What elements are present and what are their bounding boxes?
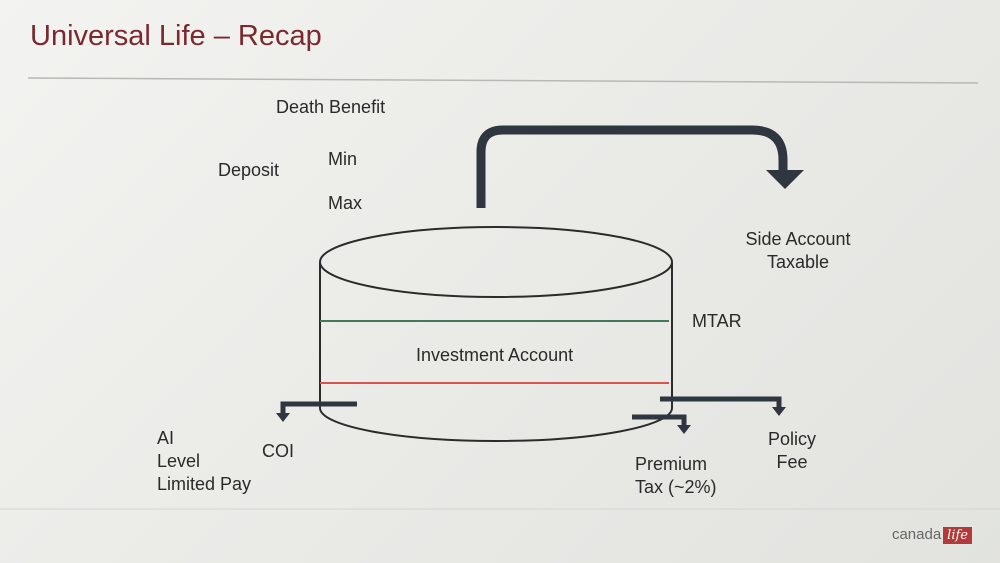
- funding-option-level: Level: [157, 451, 201, 471]
- deposit-max-label: Max: [328, 193, 363, 213]
- policy-fee-line2: Fee: [776, 452, 808, 472]
- policy-fee-line1: Policy: [767, 429, 816, 449]
- funding-option-limited-pay: Limited Pay: [157, 474, 252, 494]
- coi-label: COI: [262, 441, 295, 461]
- side-account-taxable: Taxable: [766, 252, 830, 272]
- deposit-min-label: Min: [328, 149, 358, 169]
- funding-option-ai: AI: [157, 428, 175, 448]
- side-account-title: Side Account: [745, 229, 851, 249]
- side-account-arrow: [476, 125, 804, 208]
- cylinder: [319, 226, 673, 442]
- title-divider: [27, 77, 979, 84]
- premium-tax-label: Premium Tax (~2%): [635, 453, 717, 499]
- logo-mark: life: [943, 527, 972, 544]
- coi-outflow-arrow: [276, 401, 357, 422]
- mtar-label: MTAR: [692, 311, 742, 331]
- premium-tax-line2: Tax (~2%): [635, 477, 717, 497]
- logo-text: canada: [891, 526, 942, 543]
- policy-fee-outflow-arrow: [660, 396, 786, 416]
- cylinder-bottom: [319, 407, 673, 442]
- premium-tax-line1: Premium: [635, 454, 708, 474]
- death-benefit-label: Death Benefit: [276, 97, 386, 117]
- policy-fee-label: Policy Fee: [752, 428, 832, 474]
- premium-tax-outflow-arrow: [632, 414, 691, 434]
- deposit-label: Deposit: [218, 160, 280, 180]
- side-account-label: Side Account Taxable: [738, 228, 858, 274]
- funding-options-label: AI Level Limited Pay: [157, 427, 251, 496]
- investment-account-label: Investment Account: [416, 345, 574, 365]
- slide-title: Universal Life – Recap: [30, 20, 322, 52]
- cylinder-top: [319, 226, 673, 298]
